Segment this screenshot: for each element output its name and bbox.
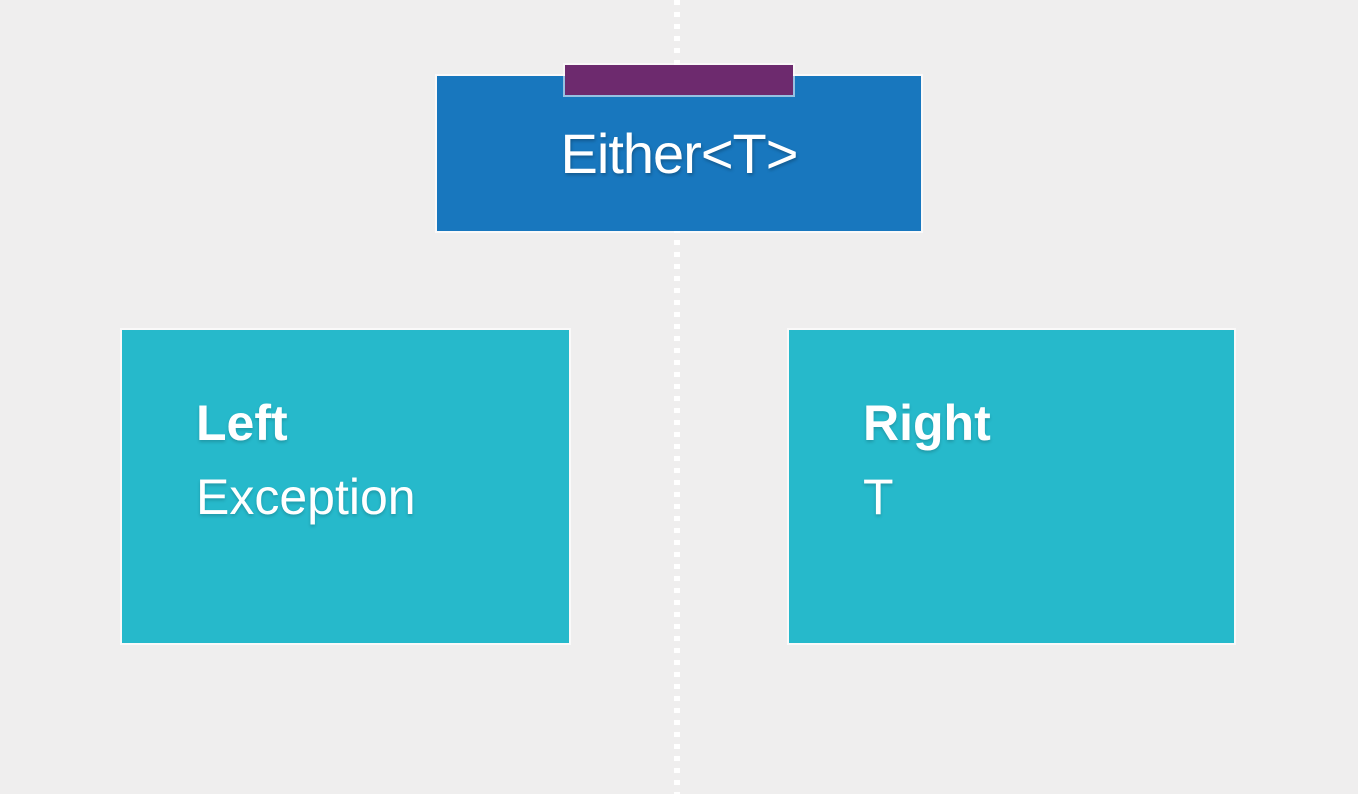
right-branch-type: T — [863, 469, 894, 525]
either-root-box: Either<T> — [437, 76, 921, 231]
right-branch-box: Right T — [789, 330, 1234, 643]
root-accent-bar — [565, 65, 793, 95]
left-branch-box: Left Exception — [122, 330, 569, 643]
either-root-label: Either<T> — [560, 122, 799, 185]
left-branch-name: Left — [196, 395, 288, 451]
left-branch-type: Exception — [196, 469, 416, 525]
right-branch-name: Right — [863, 395, 991, 451]
center-dotted-divider — [674, 0, 680, 794]
